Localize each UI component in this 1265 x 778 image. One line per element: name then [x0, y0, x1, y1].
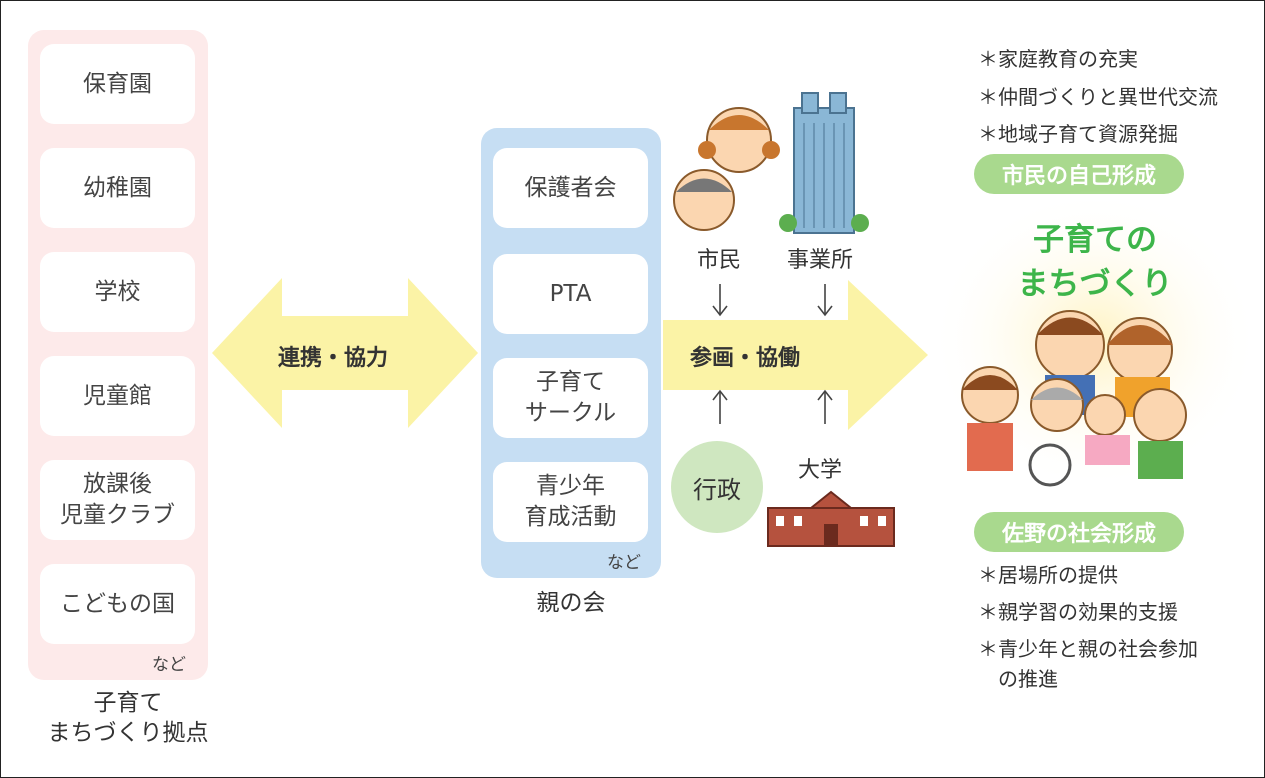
- self-formation-pill: 市民の自己形成: [974, 154, 1184, 194]
- social-formation-pill: 佐野の社会形成: [974, 512, 1184, 552]
- parents-item: 子育て サークル: [493, 358, 648, 438]
- goal-bullet: ＊仲間づくりと異世代交流: [978, 85, 1218, 109]
- parents-caption: 親の会: [536, 590, 606, 616]
- hub-item: 幼稚園: [40, 148, 195, 228]
- double-arrow: [212, 278, 478, 428]
- business-label: 事業所: [787, 248, 854, 273]
- citizen-label: 市民: [697, 248, 742, 273]
- etc-label: など: [607, 553, 641, 573]
- goal-bullet: ＊家庭教育の充実: [978, 47, 1138, 71]
- participation-label: 参画・協働: [690, 346, 801, 371]
- citizen-illustration: [673, 107, 780, 231]
- hub-item: 学校: [40, 252, 195, 332]
- parents-item: 青少年 育成活動: [493, 462, 648, 542]
- university-label: 大学: [798, 458, 843, 483]
- parents-panel: 保護者会 PTA 子育て サークル 青少年 育成活動 など: [481, 128, 661, 578]
- hub-caption: 子育て まちづくり拠点: [47, 690, 209, 746]
- etc-label: など: [152, 655, 186, 675]
- hub-item: 児童館: [40, 356, 195, 436]
- hub-panel: 保育園 幼稚園 学校 児童館 放課後 児童クラブ こどもの国 など: [28, 30, 208, 680]
- participation-arrow: [663, 280, 928, 430]
- goal-bullet: ＊居場所の提供: [978, 563, 1118, 587]
- hub-item: 放課後 児童クラブ: [40, 460, 195, 540]
- goal-bullet: ＊親学習の効果的支援: [978, 600, 1178, 624]
- family-illustration: [961, 310, 1187, 487]
- goal-bullet: ＊地域子育て資源発掘: [978, 122, 1178, 146]
- parents-item: 保護者会: [493, 148, 648, 228]
- flow-arrows: [712, 284, 833, 424]
- goal-bullet: ＊青少年と親の社会参加 の推進: [978, 637, 1198, 691]
- link-label: 連携・協力: [278, 346, 389, 371]
- office-building-icon: [779, 92, 869, 234]
- university-building-icon: [767, 490, 895, 547]
- hub-item: 保育園: [40, 44, 195, 124]
- main-headline: 子育ての まちづくり: [1017, 222, 1173, 302]
- hub-item: こどもの国: [40, 564, 195, 644]
- administration-circle: 行政: [671, 441, 763, 533]
- parents-item: PTA: [493, 254, 648, 334]
